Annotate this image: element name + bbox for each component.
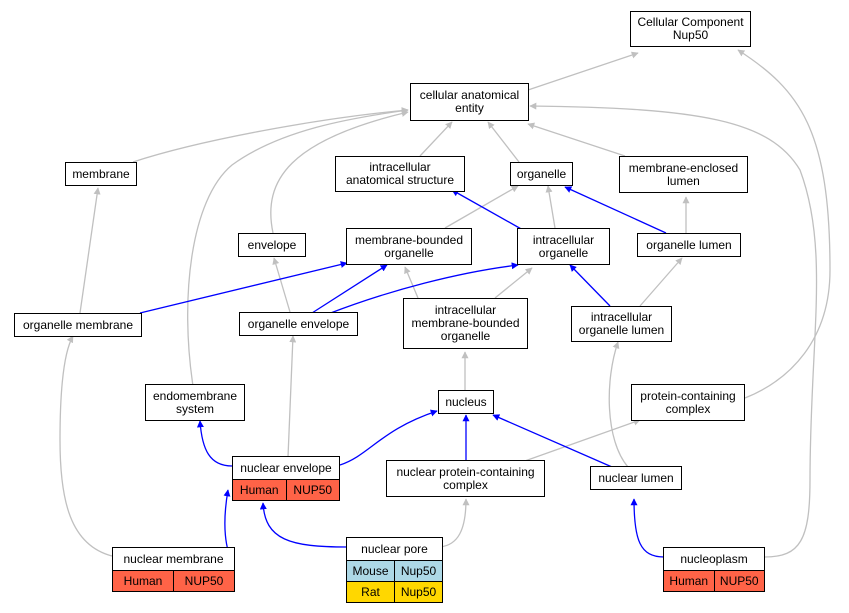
node-organelle-membrane[interactable]: organelle membrane (14, 313, 142, 337)
node-cellular-component-root[interactable]: Cellular Component Nup50 (630, 11, 751, 47)
edge-np-to-npcc (439, 498, 470, 548)
edge-iol-to-io (569, 264, 611, 307)
edge-ol-to-organelle (564, 186, 667, 234)
node-membrane-bounded-organelle[interactable]: membrane-bounded organelle (346, 228, 472, 265)
edge-organelle-to-cae (487, 121, 520, 163)
annotation-row: Mouse Nup50 (347, 560, 442, 581)
annotation-row: Rat Nup50 (347, 581, 442, 602)
edge-mel-to-cae (527, 122, 626, 157)
annotation-row: Human NUP50 (664, 570, 764, 591)
species-badge-rat: Rat (347, 582, 394, 602)
node-title: nuclear protein-containing complex (396, 464, 535, 492)
edge-nl-to-iol (608, 341, 629, 468)
node-title: organelle lumen (646, 237, 732, 252)
node-title: nuclear lumen (598, 470, 674, 485)
edge-iol-to-ol (639, 257, 683, 307)
edge-npcc-to-pcc (521, 418, 641, 463)
species-badge-human: Human (113, 571, 173, 591)
node-title: Cellular Component Nup50 (637, 15, 744, 42)
node-intracellular-organelle[interactable]: intracellular organelle (517, 228, 610, 265)
node-membrane[interactable]: membrane (65, 162, 137, 186)
node-title: intracellular organelle (532, 232, 595, 260)
edge-ne-to-nucleus (339, 409, 438, 466)
node-title: envelope (247, 237, 297, 252)
edge-envelope-to-cae (270, 110, 409, 234)
edge-membrane-to-cae (132, 107, 409, 163)
edge-imbo-to-io (494, 267, 533, 299)
gene-badge: Nup50 (394, 582, 442, 602)
node-title: intracellular anatomical structure (345, 160, 455, 187)
species-badge-mouse: Mouse (347, 561, 394, 581)
node-title: protein-containing complex (640, 388, 736, 416)
gene-badge: NUP50 (173, 571, 234, 591)
node-organelle-lumen[interactable]: organelle lumen (637, 233, 741, 257)
node-title: organelle envelope (247, 316, 350, 331)
node-title: nuclear envelope (240, 460, 332, 475)
node-membrane-enclosed-lumen[interactable]: membrane-enclosed lumen (619, 156, 748, 193)
species-badge-human: Human (664, 571, 714, 591)
edge-np-to-ne (259, 502, 348, 548)
node-nuclear-membrane[interactable]: nuclear membrane Human NUP50 (112, 547, 235, 592)
edge-ne-to-endomembrane (196, 420, 233, 467)
edge-nucleoplasm-to-cae (529, 102, 818, 558)
edge-imbo-to-mbo (404, 266, 419, 299)
edge-nm-to-orgmem (59, 335, 113, 557)
node-nucleoplasm[interactable]: nucleoplasm Human NUP50 (663, 547, 765, 592)
edge-nl-to-nucleus (492, 414, 613, 468)
node-title: intracellular membrane-bounded organelle (411, 303, 520, 343)
annotation-row: Human NUP50 (233, 479, 339, 500)
node-title: nucleus (445, 394, 487, 409)
node-cellular-anatomical-entity[interactable]: cellular anatomical entity (410, 83, 529, 121)
node-nuclear-pore[interactable]: nuclear pore Mouse Nup50 Rat Nup50 (346, 537, 443, 603)
edge-nucleoplasm-to-nl (630, 498, 665, 558)
edge-orgenv-to-mbo (311, 264, 388, 314)
annotation-row: Human NUP50 (113, 570, 234, 591)
node-intracellular-organelle-lumen[interactable]: intracellular organelle lumen (571, 306, 672, 342)
node-title: cellular anatomical entity (419, 88, 520, 115)
species-badge-human: Human (233, 480, 286, 500)
edge-orgmem-to-mbo (139, 261, 348, 314)
edge-orgmem-to-membrane (79, 187, 101, 314)
edge-endomembrane-to-cae (187, 107, 409, 387)
node-endomembrane-system[interactable]: endomembrane system (145, 384, 245, 421)
node-title: intracellular organelle lumen (578, 310, 665, 337)
edge-cae-to-root (527, 51, 639, 91)
node-title: organelle membrane (22, 317, 134, 332)
node-envelope[interactable]: envelope (238, 233, 306, 257)
node-nuclear-envelope[interactable]: nuclear envelope Human NUP50 (232, 456, 340, 501)
node-organelle-envelope[interactable]: organelle envelope (239, 312, 358, 336)
gene-badge: Nup50 (394, 561, 442, 581)
node-title: endomembrane system (152, 388, 238, 416)
node-nuclear-lumen[interactable]: nuclear lumen (590, 466, 682, 490)
edge-ne-to-orgenv (287, 335, 297, 458)
node-title: membrane (72, 166, 130, 181)
node-title: membrane-bounded organelle (354, 232, 464, 260)
node-nucleus[interactable]: nucleus (438, 390, 494, 414)
node-title: nuclear membrane (123, 551, 224, 566)
node-organelle[interactable]: organelle (510, 162, 573, 186)
edge-orgenv-to-io (327, 262, 519, 315)
node-title: organelle (516, 166, 567, 181)
node-intracellular-anatomical-structure[interactable]: intracellular anatomical structure (335, 156, 465, 192)
edge-io-to-organelle (545, 185, 556, 229)
gene-badge: NUP50 (285, 480, 339, 500)
node-title: membrane-enclosed lumen (628, 160, 739, 188)
edge-orgenv-to-envelope (272, 257, 291, 313)
node-title: nucleoplasm (680, 551, 748, 566)
node-title: nuclear pore (361, 541, 428, 556)
edge-io-to-ias (451, 189, 524, 231)
edge-ias-to-cae (419, 121, 453, 157)
gene-badge: NUP50 (713, 571, 764, 591)
node-nuclear-protein-containing-complex[interactable]: nuclear protein-containing complex (386, 460, 545, 497)
edge-pcc-to-root (737, 49, 831, 399)
node-protein-containing-complex[interactable]: protein-containing complex (631, 384, 745, 421)
node-intracellular-membrane-bounded-organelle[interactable]: intracellular membrane-bounded organelle (403, 298, 528, 349)
